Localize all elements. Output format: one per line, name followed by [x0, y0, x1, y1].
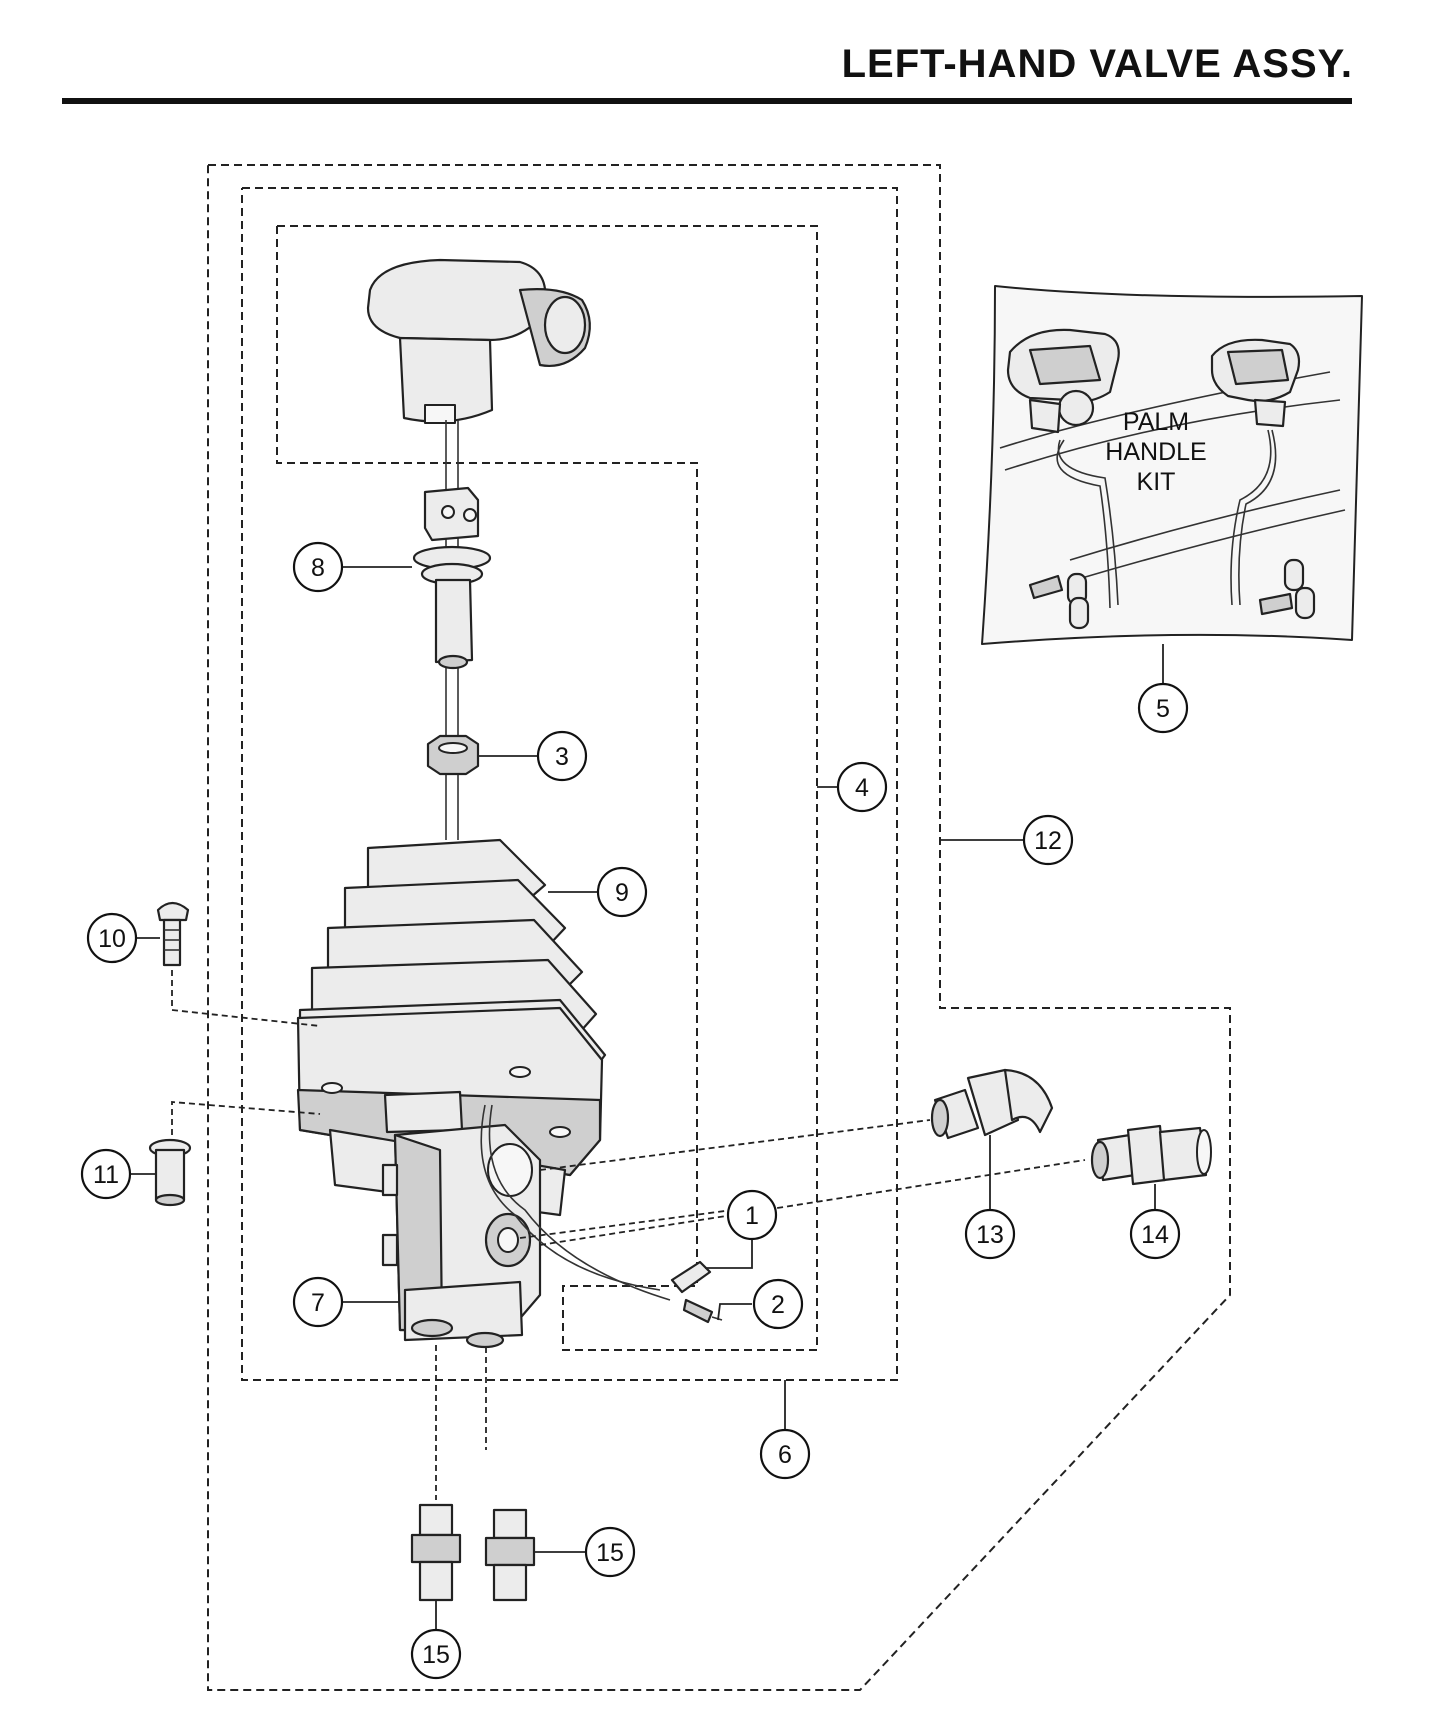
- svg-text:7: 7: [311, 1289, 325, 1317]
- callout-7: 7: [292, 1276, 344, 1328]
- screw: [156, 901, 190, 967]
- callout-5: 5: [1137, 682, 1189, 734]
- title-rule: [62, 98, 1352, 104]
- kit-label-line-3: KIT: [1137, 468, 1176, 496]
- kit-label-line-1: PALM: [1123, 408, 1189, 436]
- leader-1: [519, 1209, 733, 1239]
- callout-1: 1: [726, 1189, 778, 1241]
- straight-fitting: [1090, 1124, 1212, 1186]
- svg-text:15: 15: [596, 1539, 624, 1567]
- svg-text:4: 4: [855, 774, 869, 802]
- bushing: [148, 1138, 192, 1207]
- svg-text:3: 3: [555, 743, 569, 771]
- callout-12: 12: [1022, 814, 1074, 866]
- svg-text:2: 2: [771, 1291, 785, 1319]
- shaft-boot: [412, 545, 492, 670]
- svg-text:5: 5: [1156, 695, 1170, 723]
- valve-body: [328, 1090, 567, 1349]
- svg-text:1: 1: [745, 1202, 759, 1230]
- leader-1-wire: [705, 1240, 753, 1269]
- boundary-6: [241, 187, 898, 1381]
- leader-2: [717, 1303, 752, 1321]
- callout-13: 13: [964, 1208, 1016, 1260]
- page-title: LEFT-HAND VALVE ASSY.: [841, 42, 1353, 86]
- callout-14: 14: [1129, 1208, 1181, 1260]
- callout-3: 3: [536, 730, 588, 782]
- callout-15-bottom: 15: [410, 1628, 462, 1680]
- callout-4: 4: [836, 761, 888, 813]
- svg-text:11: 11: [93, 1161, 119, 1189]
- callout-6: 6: [759, 1428, 811, 1480]
- callout-8: 8: [292, 541, 344, 593]
- svg-text:6: 6: [778, 1441, 792, 1469]
- elbow-fitting: [930, 1068, 1054, 1140]
- boundary-12: [207, 164, 1231, 1691]
- leader-10-dash: [171, 970, 321, 1027]
- palm-handle: [366, 258, 591, 424]
- callout-11: 11: [80, 1148, 132, 1200]
- svg-text:9: 9: [615, 879, 629, 907]
- port-connector-left: [410, 1503, 462, 1602]
- kit-label-line-2: HANDLE: [1105, 438, 1206, 466]
- svg-text:14: 14: [1141, 1221, 1169, 1249]
- wire-harness: [480, 1104, 723, 1324]
- svg-text:10: 10: [98, 925, 126, 953]
- boundary-4: [276, 225, 818, 1351]
- hex-nut: [426, 734, 480, 776]
- svg-text:12: 12: [1034, 827, 1062, 855]
- palm-handle-kit-sheet: [981, 285, 1363, 645]
- svg-text:8: 8: [311, 554, 325, 582]
- svg-text:15: 15: [422, 1641, 450, 1669]
- callout-10: 10: [86, 912, 138, 964]
- port-connector-right: [484, 1508, 536, 1602]
- leader-14-dash: [539, 1159, 1086, 1246]
- leader-11-dash: [171, 1101, 321, 1135]
- clevis-block: [423, 486, 480, 542]
- callout-2: 2: [752, 1278, 804, 1330]
- callout-9: 9: [596, 866, 648, 918]
- svg-text:13: 13: [976, 1221, 1004, 1249]
- callout-15-right: 15: [584, 1526, 636, 1578]
- leader-13-dash: [539, 1119, 931, 1171]
